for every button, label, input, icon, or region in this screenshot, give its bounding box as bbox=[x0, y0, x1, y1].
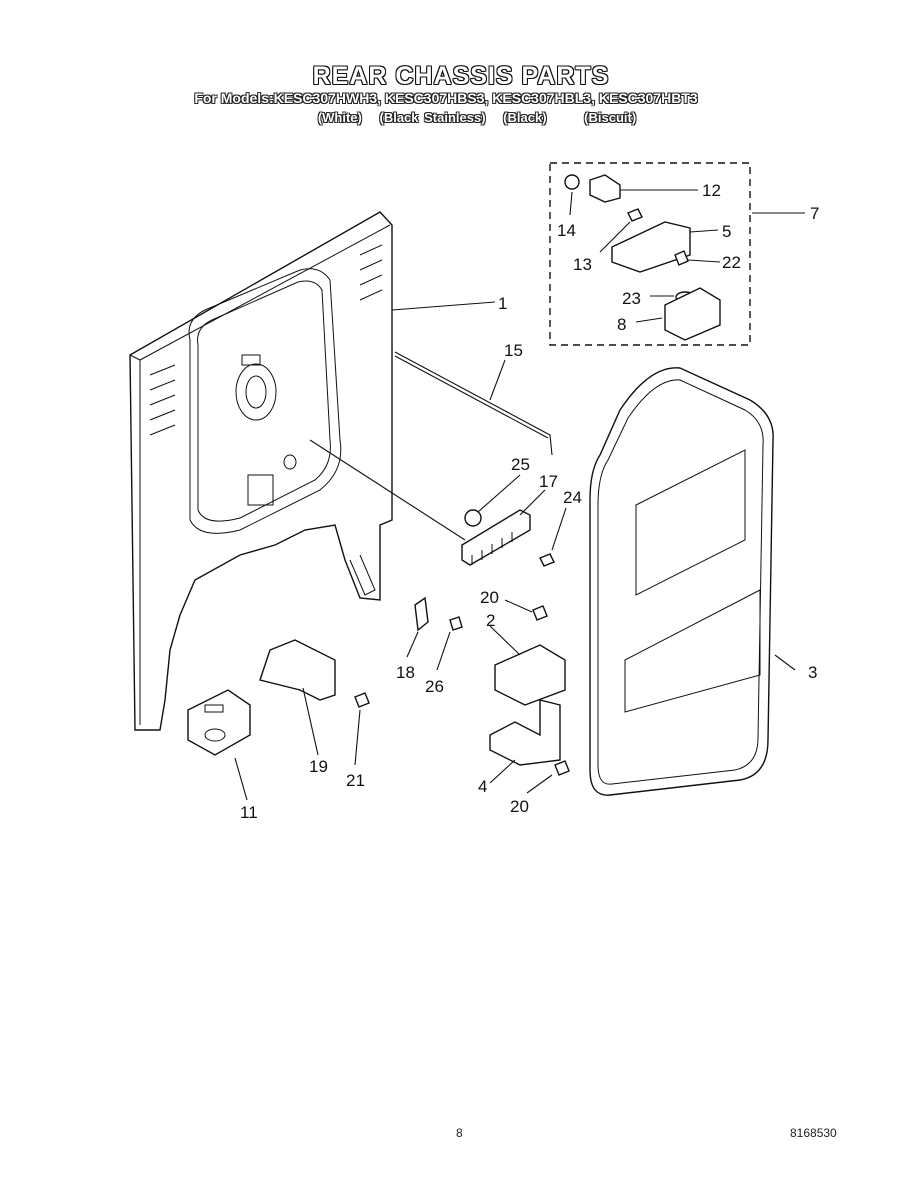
rear-cover-panel bbox=[589, 367, 774, 796]
leader-lines bbox=[234, 189, 805, 801]
screw-20-upper bbox=[532, 605, 548, 621]
callout-21: 21 bbox=[346, 771, 365, 790]
page-number: 8 bbox=[456, 1126, 463, 1140]
clip-18 bbox=[414, 596, 429, 632]
rear-chassis-panel bbox=[129, 211, 393, 731]
callout-12: 12 bbox=[702, 181, 721, 200]
callout-7: 7 bbox=[810, 204, 819, 223]
screw-13 bbox=[627, 208, 643, 222]
callout-14: 14 bbox=[557, 221, 576, 240]
color-biscuit: (Biscuit) bbox=[584, 110, 637, 125]
callout-13: 13 bbox=[573, 255, 592, 274]
models-line: For Models:KESC307HWH3, KESC307HBS3, KES… bbox=[194, 90, 698, 106]
callout-1: 1 bbox=[498, 294, 507, 313]
callout-18: 18 bbox=[396, 663, 415, 682]
screw-24 bbox=[539, 553, 555, 567]
callout-3: 3 bbox=[808, 663, 817, 682]
callout-24: 24 bbox=[563, 488, 582, 507]
bracket-5 bbox=[611, 221, 691, 273]
bracket-19 bbox=[259, 639, 336, 701]
screw-20-lower bbox=[554, 760, 570, 776]
callout-22: 22 bbox=[722, 253, 741, 272]
callout-15: 15 bbox=[504, 341, 523, 360]
callout-20a: 20 bbox=[480, 588, 499, 607]
rod-part-15 bbox=[394, 351, 553, 456]
callout-25: 25 bbox=[511, 455, 530, 474]
callout-19: 19 bbox=[309, 757, 328, 776]
callout-8: 8 bbox=[617, 315, 626, 334]
callout-2: 2 bbox=[486, 611, 495, 630]
bracket-8 bbox=[664, 287, 721, 341]
color-black-stainless: (Black Stainless) bbox=[379, 110, 486, 125]
screw-26 bbox=[449, 616, 463, 631]
model-colors: (White) (Black Stainless) (Black) (Biscu… bbox=[16, 110, 922, 125]
bracket-4 bbox=[489, 699, 561, 766]
kit-7-dashed-box bbox=[549, 162, 751, 346]
callout-4: 4 bbox=[478, 777, 487, 796]
cap-11 bbox=[187, 689, 251, 756]
callout-20b: 20 bbox=[510, 797, 529, 816]
callout-17: 17 bbox=[539, 472, 558, 491]
terminal-block-17 bbox=[461, 509, 531, 566]
screw-22 bbox=[674, 250, 689, 266]
callout-26: 26 bbox=[425, 677, 444, 696]
callout-11: 11 bbox=[240, 803, 258, 822]
plate-2 bbox=[494, 644, 566, 706]
document-part-number: 8168530 bbox=[790, 1126, 837, 1140]
page-title: REAR CHASSIS PARTS bbox=[312, 62, 610, 90]
callout-23: 23 bbox=[622, 289, 641, 308]
callout-5: 5 bbox=[722, 222, 731, 241]
nut-14 bbox=[564, 174, 580, 190]
sensor-12 bbox=[589, 174, 621, 203]
color-black: (Black) bbox=[503, 110, 547, 125]
color-white: (White) bbox=[317, 110, 362, 125]
screw-21 bbox=[354, 692, 370, 708]
